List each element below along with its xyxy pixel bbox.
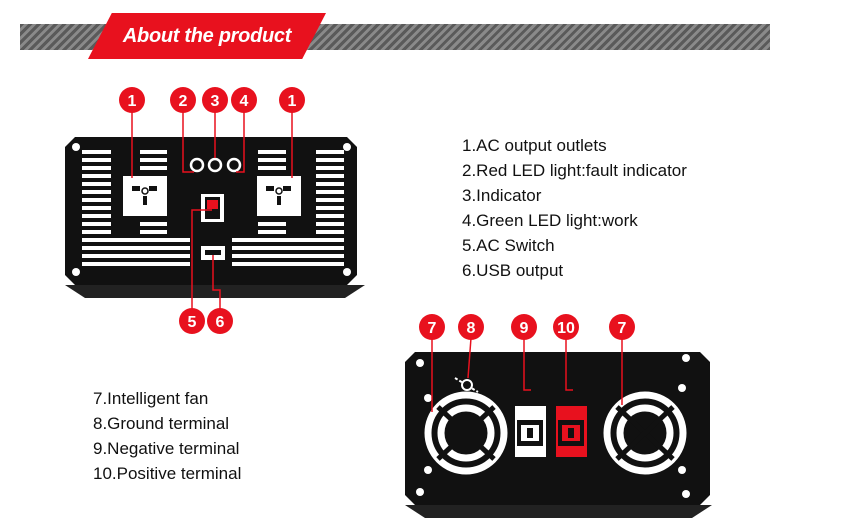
front-panel (65, 110, 365, 318)
vent-slot (82, 214, 111, 218)
header-tab (88, 13, 326, 59)
usb-port (201, 246, 225, 260)
vent-slot (140, 150, 167, 154)
vent-slot (82, 198, 111, 202)
vent-slot (316, 182, 344, 186)
legend-item: 4.Green LED light:work (462, 211, 638, 230)
vent-slot (82, 150, 111, 154)
callout-badge: 4 (231, 87, 257, 113)
callout-label: 7 (428, 320, 437, 337)
vent-slot (82, 174, 111, 178)
vent-slot (82, 222, 111, 226)
vent-slot (82, 254, 190, 258)
ac-outlet-left (121, 174, 169, 218)
green-led-light (226, 157, 242, 173)
vent-slot (316, 214, 344, 218)
legend-item: 3.Indicator (462, 186, 542, 205)
vent-slot (82, 246, 190, 250)
callout-badge: 1 (119, 87, 145, 113)
vent-slot (316, 222, 344, 226)
rear-leader-lines (431, 337, 623, 412)
callout-badge: 9 (511, 314, 537, 340)
vent-slot (258, 222, 286, 226)
front-leader-lines (131, 110, 293, 318)
callout-badge: 2 (170, 87, 196, 113)
vent-slot (82, 182, 111, 186)
vent-slot (316, 190, 344, 194)
legend-item: 8.Ground terminal (93, 414, 230, 433)
vent-slot (232, 254, 344, 258)
callout-badge: 7 (609, 314, 635, 340)
vent-slot (140, 230, 167, 234)
callout-badges: 1 2 3 4 1 5 6 7 8 9 10 7 (119, 87, 635, 340)
vent-slot (316, 198, 344, 202)
vent-slot (316, 230, 344, 234)
ac-switch (199, 192, 226, 224)
callout-label: 1 (288, 93, 297, 110)
section-title: About the product (122, 24, 292, 47)
vent-slot (316, 166, 344, 170)
callout-badge: 10 (553, 314, 579, 340)
intelligent-fan-left (424, 391, 508, 475)
vent-slot (258, 158, 286, 162)
vent-slot (140, 222, 167, 226)
callout-label: 6 (216, 314, 225, 331)
vent-slot (232, 246, 344, 250)
legend-rear: 7.Intelligent fan 8.Ground terminal 9.Ne… (93, 386, 241, 486)
vent-slot (82, 230, 111, 234)
vent-slot (82, 238, 190, 242)
callout-badge: 3 (202, 87, 228, 113)
negative-terminal (513, 404, 548, 459)
vent-slot (82, 262, 190, 266)
legend-item: 10.Positive terminal (93, 464, 242, 483)
legend-item: 6.USB output (462, 261, 564, 280)
vent-slot (82, 206, 111, 210)
legend-front: 1.AC output outlets 2.Red LED light:faul… (462, 133, 687, 283)
vent-slot (316, 206, 344, 210)
legend-item: 9.Negative terminal (93, 439, 240, 458)
callout-label: 8 (467, 320, 476, 337)
vent-slot (140, 158, 167, 162)
vent-slot (316, 158, 344, 162)
vent-slot (316, 174, 344, 178)
legend-item: 5.AC Switch (462, 236, 555, 255)
callout-badge: 8 (458, 314, 484, 340)
callout-label: 2 (179, 93, 188, 110)
rear-screws (416, 354, 690, 498)
rear-panel (405, 337, 712, 518)
callout-badge: 5 (179, 308, 205, 334)
callout-label: 7 (618, 320, 627, 337)
vent-slot (82, 166, 111, 170)
red-led-light (189, 157, 205, 173)
front-vents (82, 150, 344, 266)
ac-outlet-right (255, 174, 303, 218)
callout-badge: 1 (279, 87, 305, 113)
callout-badge: 7 (419, 314, 445, 340)
vent-slot (140, 166, 167, 170)
vent-slot (316, 150, 344, 154)
legend-item: 1.AC output outlets (462, 136, 607, 155)
front-screws (72, 143, 351, 276)
callout-label: 1 (128, 93, 137, 110)
vent-slot (258, 230, 286, 234)
vent-slot (232, 238, 344, 242)
callout-label: 4 (240, 93, 249, 110)
ground-terminal (454, 377, 479, 393)
vent-slot (82, 190, 111, 194)
callout-label: 3 (211, 93, 220, 110)
legend-item: 2.Red LED light:fault indicator (462, 161, 687, 180)
positive-terminal (554, 404, 589, 459)
vent-slot (82, 158, 111, 162)
callout-label: 10 (557, 320, 575, 337)
vent-slot (258, 166, 286, 170)
indicator-light (207, 157, 223, 173)
callout-badge: 6 (207, 308, 233, 334)
legend-item: 7.Intelligent fan (93, 389, 209, 408)
vent-slot (258, 150, 286, 154)
callout-label: 5 (188, 314, 197, 331)
callout-label: 9 (520, 320, 529, 337)
intelligent-fan-right (603, 391, 687, 475)
vent-slot (232, 262, 344, 266)
